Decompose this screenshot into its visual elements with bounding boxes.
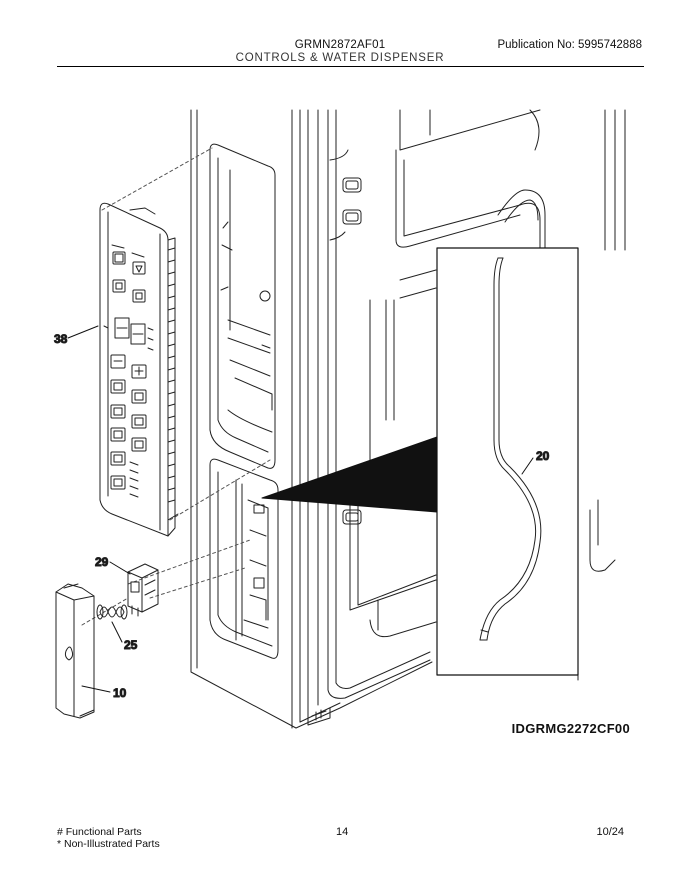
section-title: CONTROLS & WATER DISPENSER	[235, 52, 445, 64]
non-illustrated-parts-note: * Non-Illustrated Parts	[57, 838, 160, 850]
leader-lines	[67, 325, 534, 693]
header-rule	[57, 66, 644, 67]
callout-20: 20	[536, 449, 550, 463]
spring	[96, 604, 128, 620]
callout-29: 29	[95, 555, 109, 569]
control-panel-board	[99, 202, 179, 537]
functional-parts-note: # Functional Parts	[57, 826, 142, 838]
refrigerator-door	[190, 109, 626, 729]
detail-inset	[261, 247, 579, 676]
dispenser-paddle	[55, 583, 95, 719]
revision-date: 10/24	[596, 826, 624, 838]
callout-38: 38	[54, 332, 68, 346]
publication-number: Publication No: 5995742888	[497, 39, 642, 51]
figure-id: IDGRMG2272CF00	[511, 721, 630, 736]
page-number: 14	[336, 826, 349, 838]
callout-10: 10	[113, 686, 127, 700]
callout-25: 25	[124, 638, 138, 652]
model-number: GRMN2872AF01	[294, 39, 386, 51]
footer-legend: # Functional Parts * Non-Illustrated Par…	[57, 826, 160, 850]
control-panel-recess	[209, 143, 276, 469]
water-dispenser-recess	[209, 458, 279, 659]
assembly-lines	[81, 147, 271, 626]
dispenser-switch	[127, 563, 159, 617]
